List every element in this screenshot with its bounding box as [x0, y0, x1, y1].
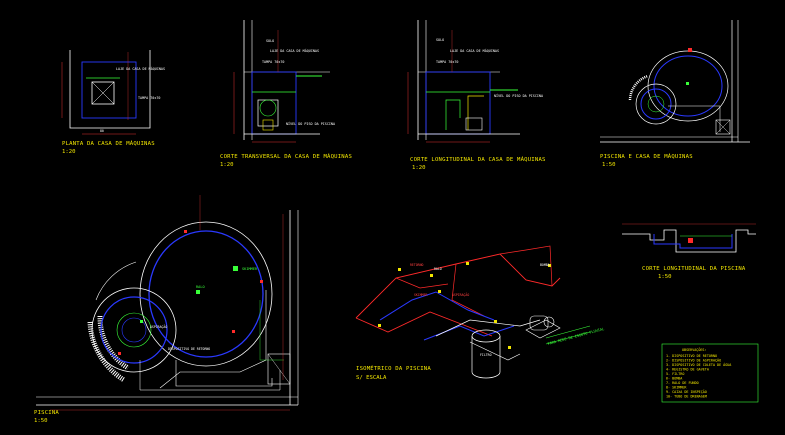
svg-text:TAMPA 70x70: TAMPA 70x70: [262, 60, 284, 64]
title-pool-plan: PISCINA: [34, 410, 59, 416]
svg-text:80: 80: [100, 129, 104, 133]
transverse-section: SOLO LAJE DA CASA DE MÁQUINAS TAMPA 70x7…: [220, 20, 352, 168]
scale-pool-small: 1:50: [602, 162, 615, 168]
note-laje: LAJE DA CASA DE MÁQUINAS: [116, 66, 165, 71]
scale-pool-plan: 1:50: [34, 418, 47, 424]
title-pool-section: CORTE LONGITUDINAL DA PISCINA: [642, 266, 746, 272]
skimmer-icon: [233, 266, 238, 271]
iso-label-aspiration: ASPIRAÇÃO: [452, 292, 469, 297]
pool-small-plan: PISCINA E CASA DE MÁQUINAS 1:50: [600, 20, 750, 168]
svg-text:TAMPA 70x70: TAMPA 70x70: [436, 60, 458, 64]
pool-longitudinal-section: CORTE LONGITUDINAL DA PISCINA 1:50: [622, 223, 756, 280]
svg-text:2- DISPOSITIVO DE ASPIRAÇÃO: 2- DISPOSITIVO DE ASPIRAÇÃO: [666, 358, 721, 363]
scale-isometric: S/ ESCALA: [356, 375, 387, 381]
iso-label-filter: FILTRO: [480, 353, 492, 357]
title-machine-room-plan: PLANTA DA CASA DE MÁQUINAS: [62, 140, 155, 147]
label-drain: RALO: [196, 285, 205, 289]
svg-text:LAJE DA CASA DE MÁQUINAS: LAJE DA CASA DE MÁQUINAS: [450, 48, 499, 53]
note-tampa: TAMPA 70x70: [138, 96, 160, 100]
svg-text:1- DISPOSITIVO DE RETORNO: 1- DISPOSITIVO DE RETORNO: [666, 354, 717, 358]
svg-text:7- RALO DE FUNDO: 7- RALO DE FUNDO: [666, 381, 699, 385]
svg-text:SOLO: SOLO: [266, 39, 274, 43]
svg-text:5- FILTRO: 5- FILTRO: [666, 372, 684, 376]
scale-pool-section: 1:50: [658, 274, 671, 280]
svg-text:4- REGISTRO DE GAVETA: 4- REGISTRO DE GAVETA: [666, 368, 709, 372]
svg-text:NÍVEL DO PISO DA PISCINA: NÍVEL DO PISO DA PISCINA: [286, 121, 335, 126]
title-longitudinal-section: CORTE LONGITUDINAL DA CASA DE MÁQUINAS: [410, 156, 546, 163]
title-isometric: ISOMÉTRICO DA PISCINA: [356, 364, 431, 372]
machine-room-plan: LAJE DA CASA DE MÁQUINAS TAMPA 70x70 80 …: [61, 50, 165, 155]
drain-icon: [196, 290, 200, 294]
legend-box: OBSERVAÇÕES: 1- DISPOSITIVO DE RETORNO 2…: [661, 343, 759, 403]
iso-label-skimmer: SKIMMER: [414, 293, 428, 297]
svg-text:9- CAIXA DE INSPEÇÃO: 9- CAIXA DE INSPEÇÃO: [666, 389, 707, 394]
longitudinal-section: SOLO LAJE DA CASA DE MÁQUINAS TAMPA 70x7…: [407, 20, 546, 171]
svg-text:LAJE DA CASA DE MÁQUINAS: LAJE DA CASA DE MÁQUINAS: [270, 48, 319, 53]
scale-transverse-section: 1:20: [220, 162, 233, 168]
svg-text:8- SKIMMER: 8- SKIMMER: [666, 386, 687, 390]
pool-isometric: RETORNO ASPIRAÇÃO RALO SKIMMER FILTRO BO…: [355, 245, 605, 381]
scale-machine-room-plan: 1:20: [62, 149, 75, 155]
iso-label-return: RETORNO: [410, 263, 424, 267]
label-return: DISPOSITIVO DE RETORNO: [168, 347, 210, 351]
svg-text:SOLO: SOLO: [436, 38, 444, 42]
svg-text:3- DISPOSITIVO DE COLETA DE ÁG: 3- DISPOSITIVO DE COLETA DE ÁGUA: [666, 362, 731, 367]
title-pool-small: PISCINA E CASA DE MÁQUINAS: [600, 153, 693, 160]
svg-text:6- BOMBA: 6- BOMBA: [666, 377, 682, 381]
legend-title: OBSERVAÇÕES:: [682, 347, 707, 352]
label-aspiration: ASPIRAÇÃO: [150, 324, 167, 329]
title-transverse-section: CORTE TRANSVERSAL DA CASA DE MÁQUINAS: [220, 153, 352, 160]
iso-label-pump: BOMBA: [540, 263, 550, 267]
svg-text:NÍVEL DO PISO DA PISCINA: NÍVEL DO PISO DA PISCINA: [494, 93, 543, 98]
svg-text:10- TUBO DE DRENAGEM: 10- TUBO DE DRENAGEM: [666, 395, 707, 399]
scale-longitudinal-section: 1:20: [412, 165, 425, 171]
label-skimmer: SKIMMER: [242, 267, 258, 271]
iso-label-drain: RALO: [434, 267, 442, 271]
pool-main-plan: RALO DISPOSITIVO DE RETORNO SKIMMER ASPI…: [34, 195, 299, 424]
